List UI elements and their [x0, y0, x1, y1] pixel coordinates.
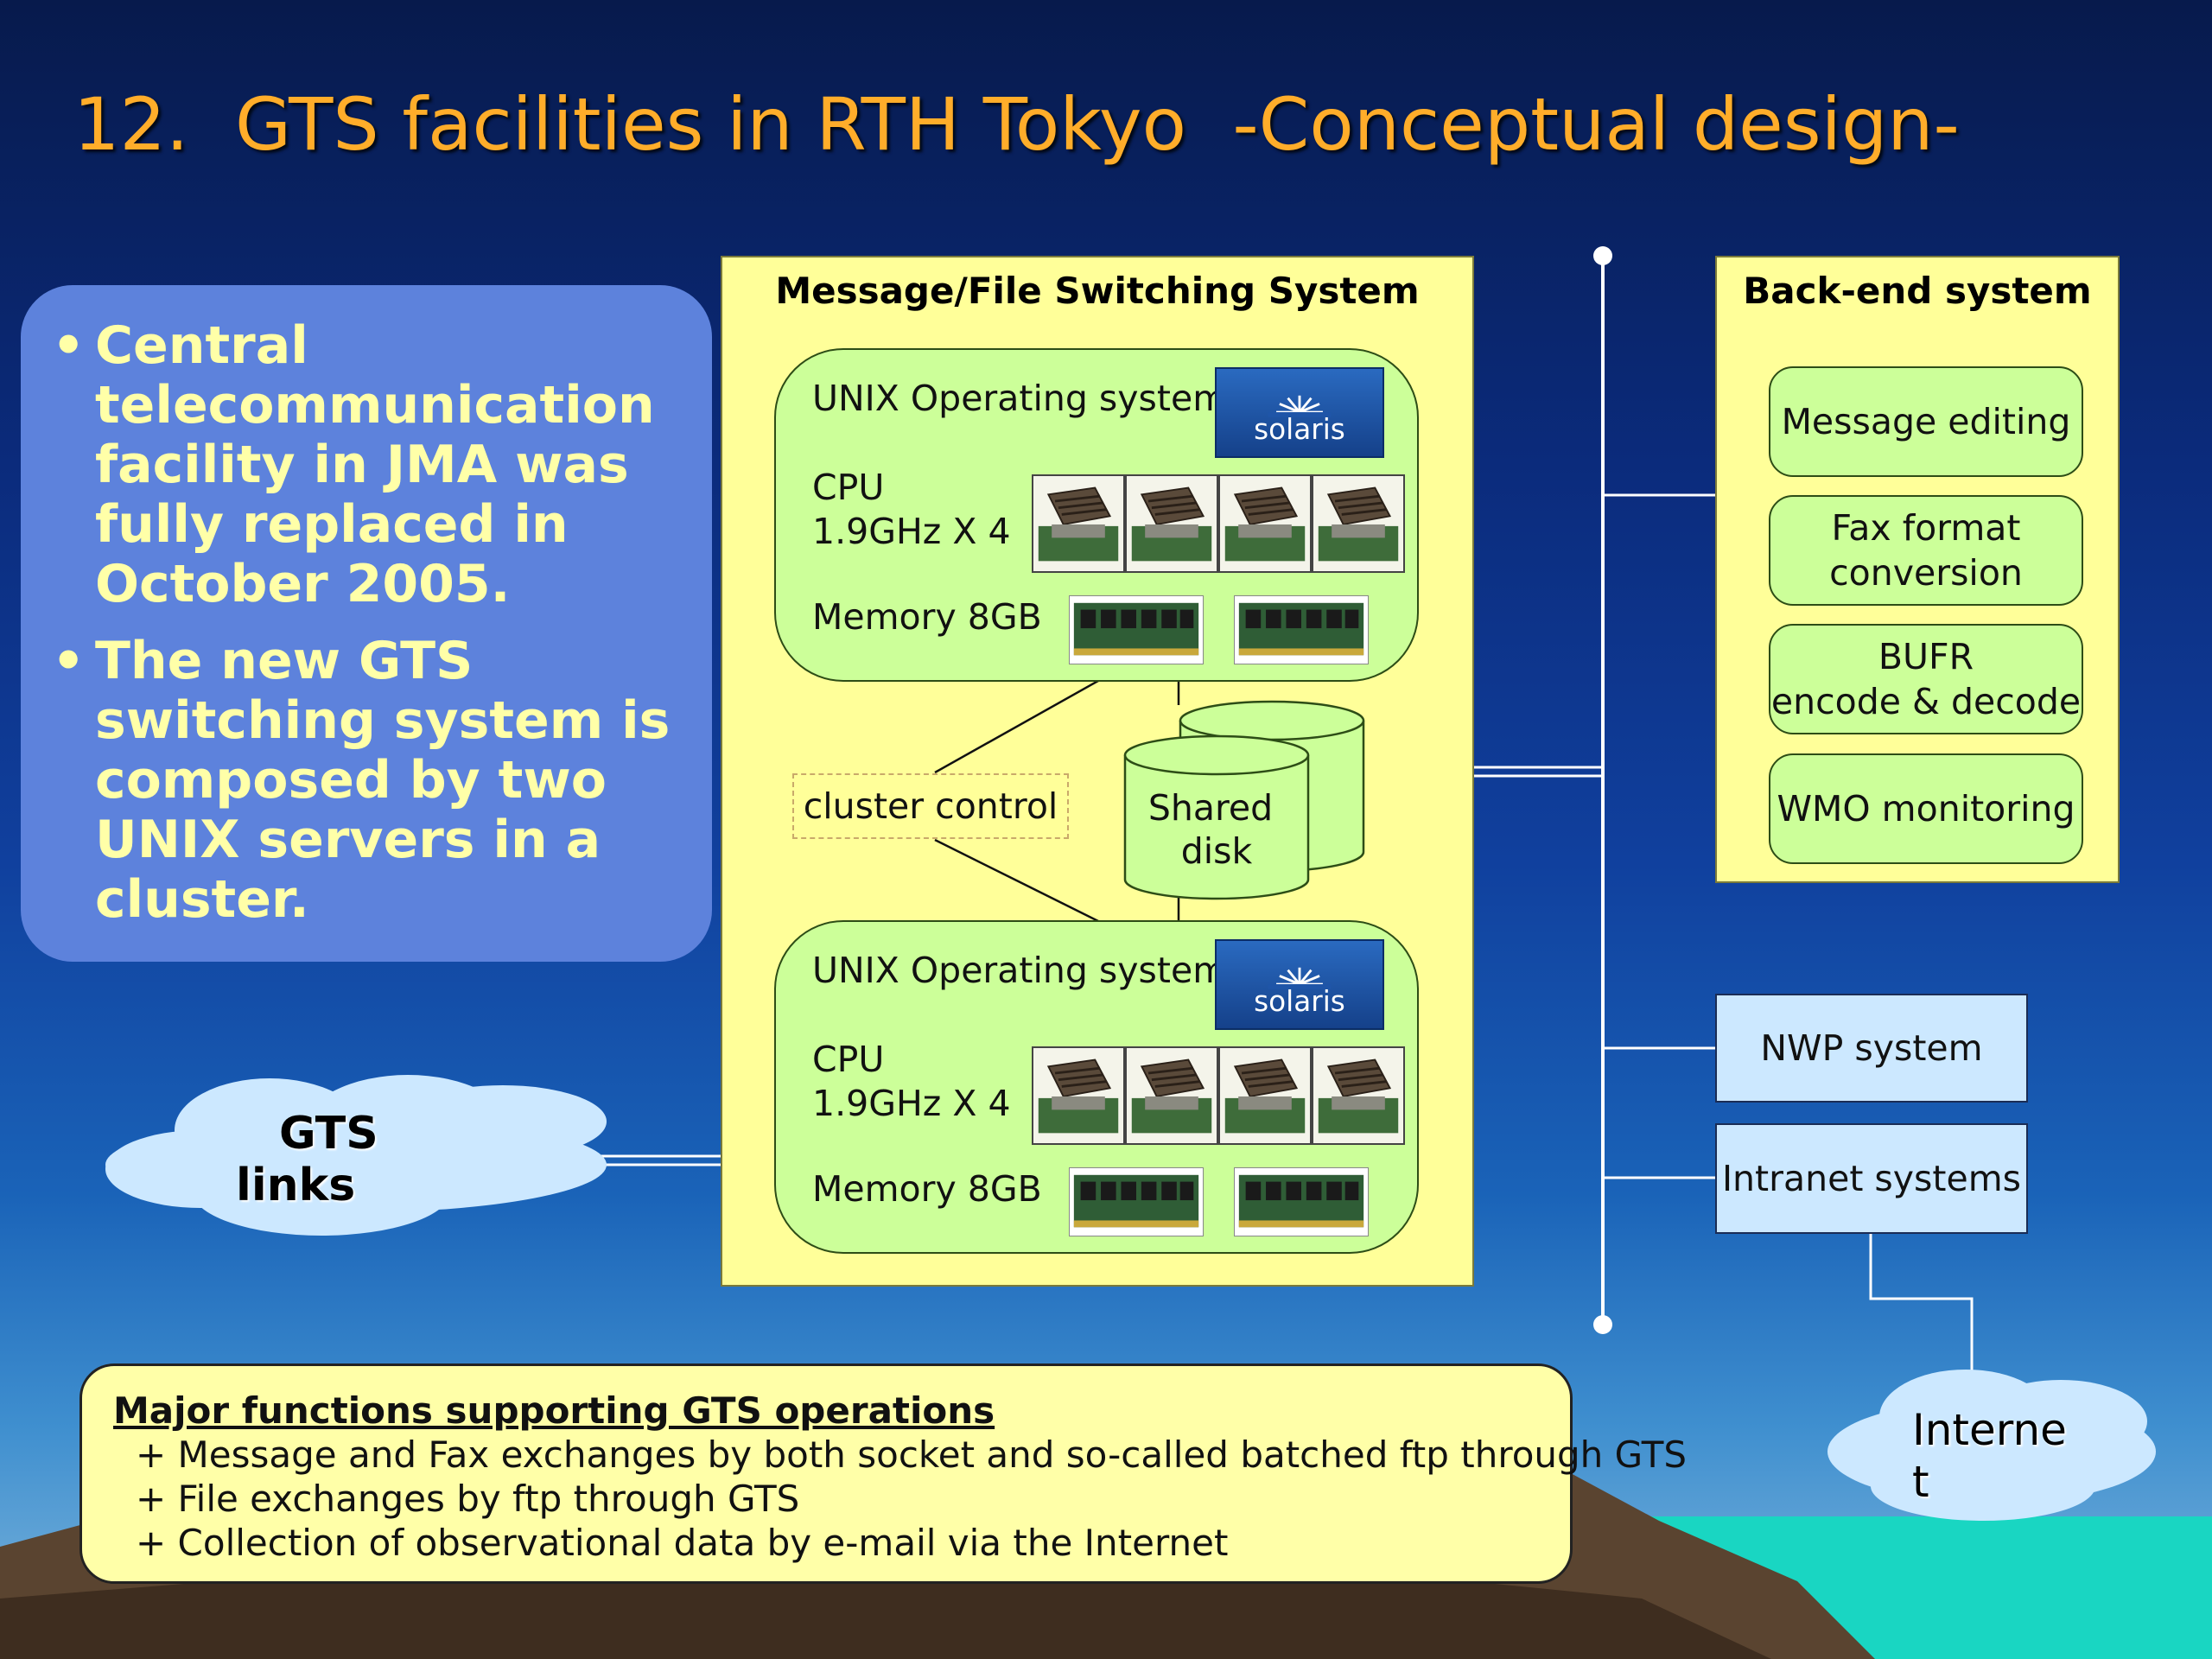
cpu-chip-icon	[1312, 1046, 1405, 1145]
shared-disk-icon: Shared disk	[1123, 700, 1365, 900]
unix-server-node: UNIX Operating system solaris CPU 1.9GHz…	[774, 348, 1419, 682]
cpu-chip-icon	[1218, 474, 1312, 573]
memory-module-icon	[1069, 595, 1204, 664]
major-functions-heading: Major functions supporting GTS operation…	[113, 1389, 995, 1432]
bullet-item: Central telecommunication facility in JM…	[52, 316, 695, 614]
shared-disk-label: Shared	[1148, 787, 1273, 829]
internet-cloud-icon	[1827, 1370, 2156, 1521]
bullet-item: The new GTS switching system is composed…	[52, 632, 695, 930]
solaris-logo: solaris	[1215, 367, 1384, 458]
backend-system-title: Back-end system	[1743, 270, 2092, 312]
cpu-chip-icon	[1125, 474, 1218, 573]
memory-label: Memory 8GB	[812, 1168, 1042, 1210]
function-line: WMO monitoring	[1777, 788, 2075, 830]
function-wmo-monitoring: WMO monitoring	[1769, 753, 2083, 864]
gts-cloud-label: GTS	[279, 1108, 378, 1160]
solaris-logo-text: solaris	[1254, 413, 1345, 446]
cluster-connector-lines	[934, 679, 1180, 923]
cpu-label: CPU	[812, 1039, 885, 1080]
switching-system-title: Message/File Switching System	[775, 270, 1420, 312]
cpu-spec: 1.9GHz X 4	[812, 1083, 1011, 1124]
solaris-logo: solaris	[1215, 939, 1384, 1030]
cluster-control-label: cluster control	[792, 773, 1069, 839]
major-functions-box: Major functions supporting GTS operation…	[79, 1363, 1688, 1584]
major-function-item: + Message and Fax exchanges by both sock…	[136, 1433, 1688, 1476]
gts-cloud-label: links	[236, 1160, 356, 1211]
page-title: 12. GTS facilities in RTH Tokyo -Concept…	[73, 82, 1960, 167]
summary-callout: Central telecommunication facility in JM…	[21, 285, 712, 962]
internet-cloud-label: Interne	[1912, 1405, 2067, 1455]
cpu-spec: 1.9GHz X 4	[812, 511, 1011, 552]
intranet-systems-box: Intranet systems	[1715, 1123, 2028, 1234]
nwp-system-box: NWP system	[1715, 994, 2028, 1103]
major-function-item: + File exchanges by ftp through GTS	[136, 1478, 800, 1520]
function-line: Fax format	[1831, 507, 2021, 549]
function-line: encode & decode	[1770, 681, 2082, 722]
cpu-chip-icon	[1032, 1046, 1125, 1145]
os-label: UNIX Operating system	[812, 950, 1228, 991]
cpu-chip-icon	[1312, 474, 1405, 573]
shared-disk-label: disk	[1181, 830, 1253, 872]
function-line: BUFR	[1878, 636, 1974, 677]
memory-label: Memory 8GB	[812, 596, 1042, 638]
gts-links-cloud-icon	[105, 1075, 607, 1236]
function-message-editing: Message editing	[1769, 366, 2083, 477]
function-line: Message editing	[1781, 401, 2071, 442]
solaris-logo-text: solaris	[1254, 985, 1345, 1018]
memory-module-icon	[1234, 595, 1369, 664]
cpu-label: CPU	[812, 467, 885, 508]
cpu-chip-icon	[1218, 1046, 1312, 1145]
summary-bullets: Central telecommunication facility in JM…	[21, 285, 712, 930]
cpu-array	[1032, 1046, 1405, 1145]
memory-module-icon	[1069, 1167, 1204, 1236]
cpu-array	[1032, 474, 1405, 573]
cpu-chip-icon	[1125, 1046, 1218, 1145]
os-label: UNIX Operating system	[812, 378, 1228, 419]
major-function-item: + Collection of observational data by e-…	[136, 1522, 1229, 1564]
internet-cloud-label: t	[1912, 1457, 1929, 1507]
function-line: conversion	[1829, 552, 2023, 594]
unix-server-node: UNIX Operating system solaris CPU 1.9GHz…	[774, 920, 1419, 1254]
cpu-chip-icon	[1032, 474, 1125, 573]
memory-module-icon	[1234, 1167, 1369, 1236]
